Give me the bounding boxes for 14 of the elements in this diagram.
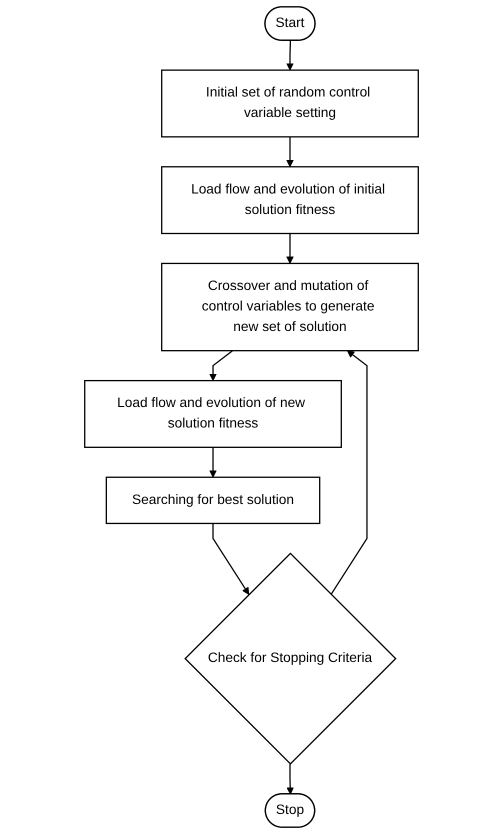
arrow — [330, 350, 368, 595]
arrow — [286, 136, 294, 168]
arrow — [286, 764, 294, 795]
arrow — [286, 234, 294, 264]
arrow — [209, 350, 234, 381]
node-box: Load flow and evolution of initial solution fitness — [161, 166, 419, 234]
node-diamond: Check for Stopping Criteria — [184, 552, 397, 765]
node-box: Initial set of random control variable setting — [161, 70, 419, 138]
node-box: Crossover and mutation of control variables to generate new set of solution — [161, 262, 419, 352]
arrow — [209, 447, 217, 478]
node-box: Searching for best solution — [106, 476, 320, 524]
arrow — [212, 523, 250, 595]
node-box: Load flow and evolution of new solution fitness — [84, 380, 342, 448]
arrow — [286, 40, 294, 70]
